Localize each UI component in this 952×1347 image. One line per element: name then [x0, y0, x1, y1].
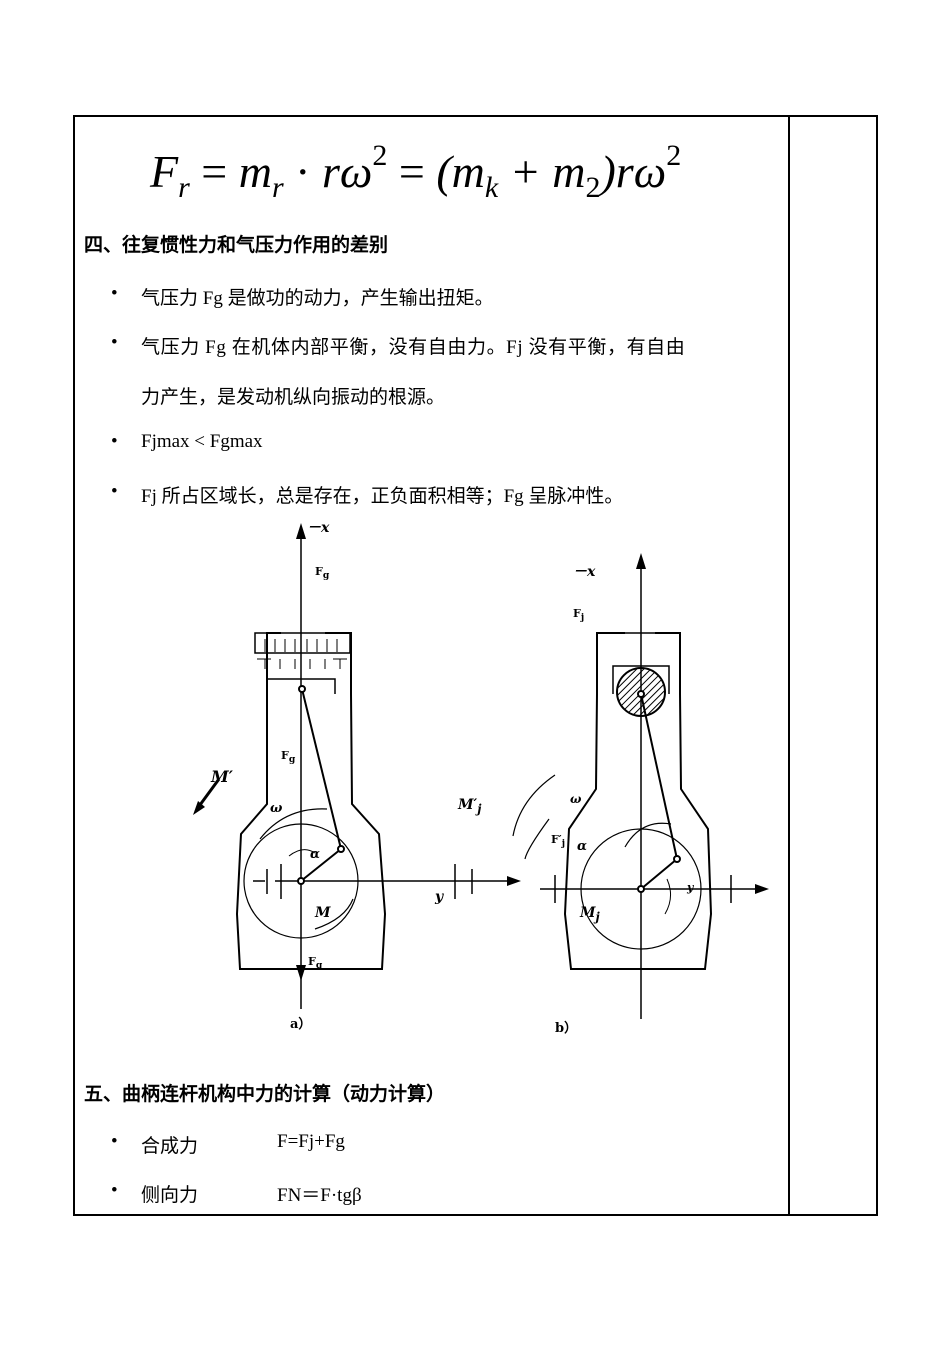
- section5-heading: 五、曲柄连杆机构中力的计算（动力计算）: [84, 1083, 446, 1105]
- diagram-b-fj-prime-label: F′j: [551, 833, 566, 850]
- crank-mechanism-figure: [193, 523, 769, 1019]
- diagram-b-omega-label: ω: [570, 792, 582, 806]
- diagram-a-axis-y-label: y: [435, 889, 444, 905]
- diagram-a: [193, 523, 521, 1009]
- diagram-b: [512, 553, 769, 1019]
- diagram-a-fg-mid-label: Fg: [281, 749, 296, 766]
- diagram-b-fj-top-label: Fj: [573, 607, 585, 624]
- diagram-a-fg-bottom-label: Fg: [308, 955, 323, 972]
- diagram-b-axis-y-label: y: [687, 881, 694, 894]
- section4-bullet-2-continuation: 力产生，是发动机纵向振动的根源。: [141, 387, 446, 408]
- diagram-b-mj-prime-label: M′j: [458, 797, 482, 816]
- diagram-b-alpha-label: α: [577, 839, 588, 854]
- content-table: Fr = mr · rω2 = (mk + m2)rω2 四、往复惯性力和气压力…: [73, 115, 878, 1216]
- diagram-a-m-label: M: [315, 905, 331, 921]
- inertia-force-formula: Fr = mr · rω2 = (mk + m2)rω2: [150, 139, 682, 204]
- section4-heading: 四、往复惯性力和气压力作用的差别: [84, 234, 389, 256]
- diagram-a-alpha-label: α: [310, 847, 321, 862]
- diagram-a-caption: a）: [290, 1017, 312, 1032]
- diagram-a-axis-x-label: －x: [307, 520, 330, 536]
- diagram-b-mj-label: Mj: [580, 905, 600, 924]
- diagram-b-axis-x-label: －x: [573, 564, 596, 580]
- diagram-a-omega-label: ω: [270, 801, 283, 816]
- table-column-divider: [788, 117, 790, 1214]
- diagram-a-fg-top-label: Fg: [315, 565, 330, 582]
- diagram-a-m-prime-label: M′: [211, 767, 233, 786]
- diagram-b-caption: b）: [555, 1021, 578, 1036]
